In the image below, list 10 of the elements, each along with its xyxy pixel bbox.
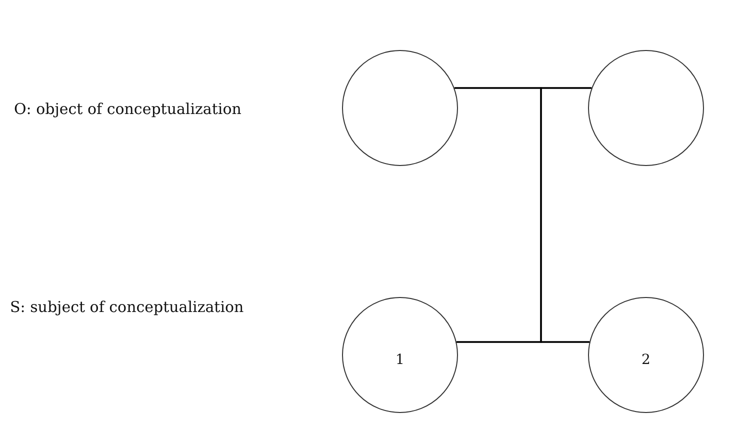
circle (342, 297, 458, 413)
circle (342, 50, 458, 166)
row-label: S: subject of conceptualization (10, 298, 244, 316)
connector-line (454, 87, 542, 343)
circle-number: 2 (642, 352, 650, 368)
circle (588, 50, 704, 166)
circle-number: 1 (396, 352, 404, 368)
row-label: O: object of conceptualization (14, 100, 242, 118)
connector-line (540, 87, 592, 343)
circle (588, 297, 704, 413)
